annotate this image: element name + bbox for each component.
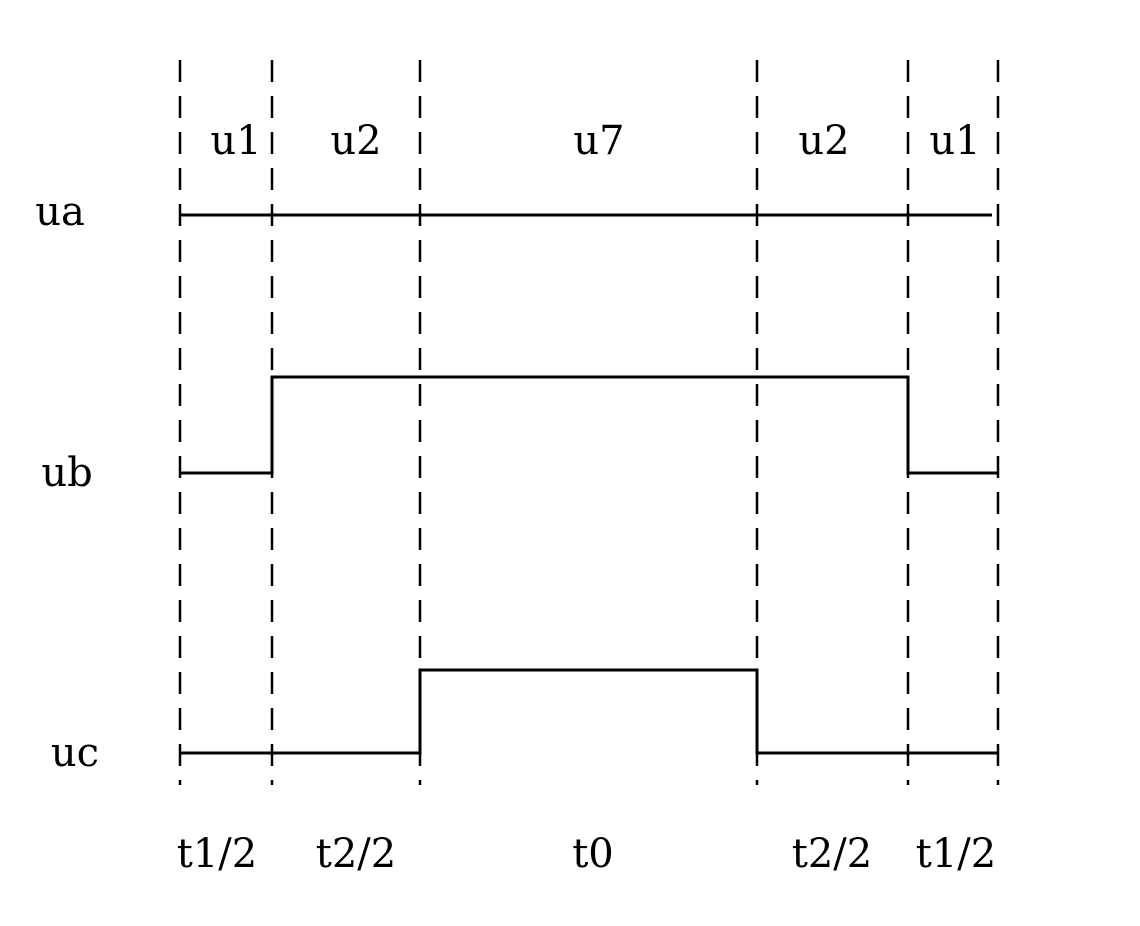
waveforms: [180, 213, 998, 755]
segment-label: u2: [798, 118, 849, 164]
signal-label-uc: uc: [51, 730, 99, 776]
waveform-ub: [180, 375, 998, 475]
time-label: t2/2: [792, 831, 872, 877]
time-labels: t1/2 t2/2 t0 t2/2 t1/2: [177, 831, 996, 877]
segment-label: u1: [210, 118, 261, 164]
time-label: t1/2: [177, 831, 257, 877]
segment-label: u1: [929, 118, 980, 164]
time-label: t0: [572, 831, 614, 877]
segment-dividers: [178, 60, 1000, 785]
signal-labels: ua ub uc: [35, 189, 99, 776]
waveform-uc: [180, 668, 998, 755]
signal-label-ua: ua: [35, 189, 85, 235]
segment-label: u2: [330, 118, 381, 164]
time-label: t1/2: [916, 831, 996, 877]
time-label: t2/2: [316, 831, 396, 877]
segment-labels: u1 u2 u7 u2 u1: [210, 118, 980, 164]
signal-label-ub: ub: [41, 450, 92, 496]
segment-label: u7: [573, 118, 624, 164]
